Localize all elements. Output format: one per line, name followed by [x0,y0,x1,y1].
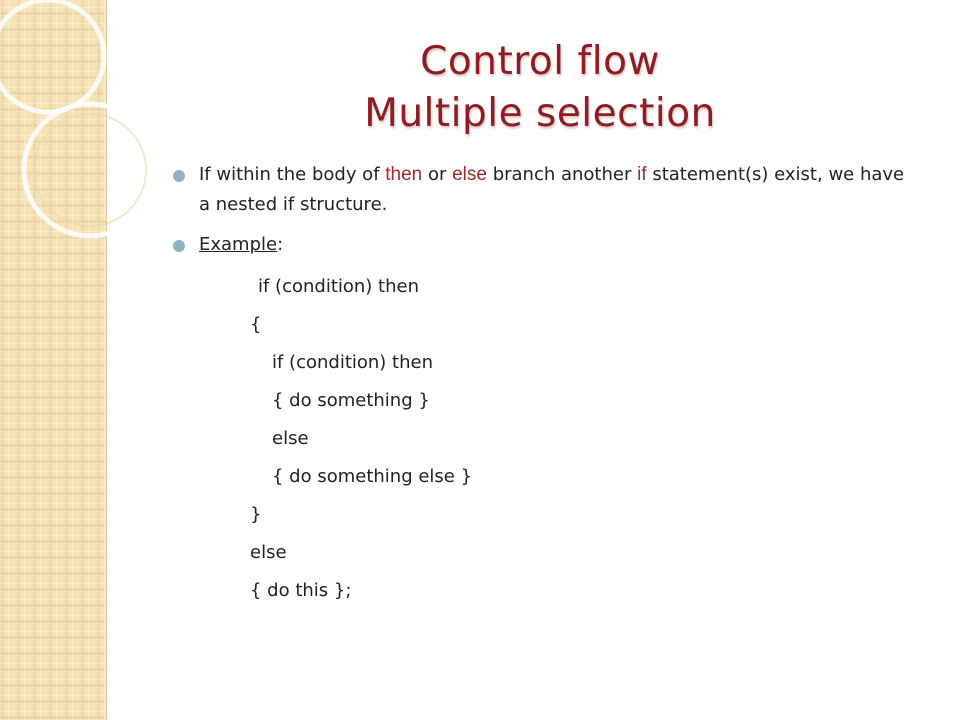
code-line-2: { [250,314,262,335]
example-label: Example [199,234,278,255]
keyword-if: if [637,164,647,185]
bullet-text-part-3: branch another [486,164,638,185]
decorative-circle-bottom [21,101,159,239]
code-line-5: else [272,428,309,449]
decorative-circle-bottom-inner [33,113,147,227]
code-line-1: if (condition) then [258,276,419,297]
code-line-9: { do this }; [250,580,352,601]
slide-title-line-1: Control flow [420,39,660,84]
bullet-dot-icon [173,240,185,252]
keyword-else: else [452,164,487,185]
bullet-nested-if-description: If within the body of then or else branc… [170,160,910,220]
code-line-8: else [250,542,287,563]
code-line-7: } [250,504,262,525]
keyword-then: then [385,164,423,185]
bullet-dot-icon [173,170,185,182]
code-line-4: { do something } [272,390,430,411]
slide-title-line-2: Multiple selection [364,91,716,136]
code-line-6: { do something else } [272,466,473,487]
slide-title: Control flow Multiple selection [300,36,780,140]
code-line-3: if (condition) then [272,352,433,373]
code-example: if (condition) then { if (condition) the… [250,268,472,610]
slide-body: If within the body of then or else branc… [170,160,910,260]
bullet-example: Example: [170,230,910,260]
bullet-text-part-1: If within the body of [199,164,386,185]
decorative-circles [0,0,159,239]
decorative-circle-top [0,0,107,115]
bullet-text-part-4: statement(s) exist, we have a nested if … [199,164,905,215]
decorative-side-panel [0,0,107,720]
example-colon: : [277,234,284,255]
bullet-text-part-2: or [422,164,453,185]
